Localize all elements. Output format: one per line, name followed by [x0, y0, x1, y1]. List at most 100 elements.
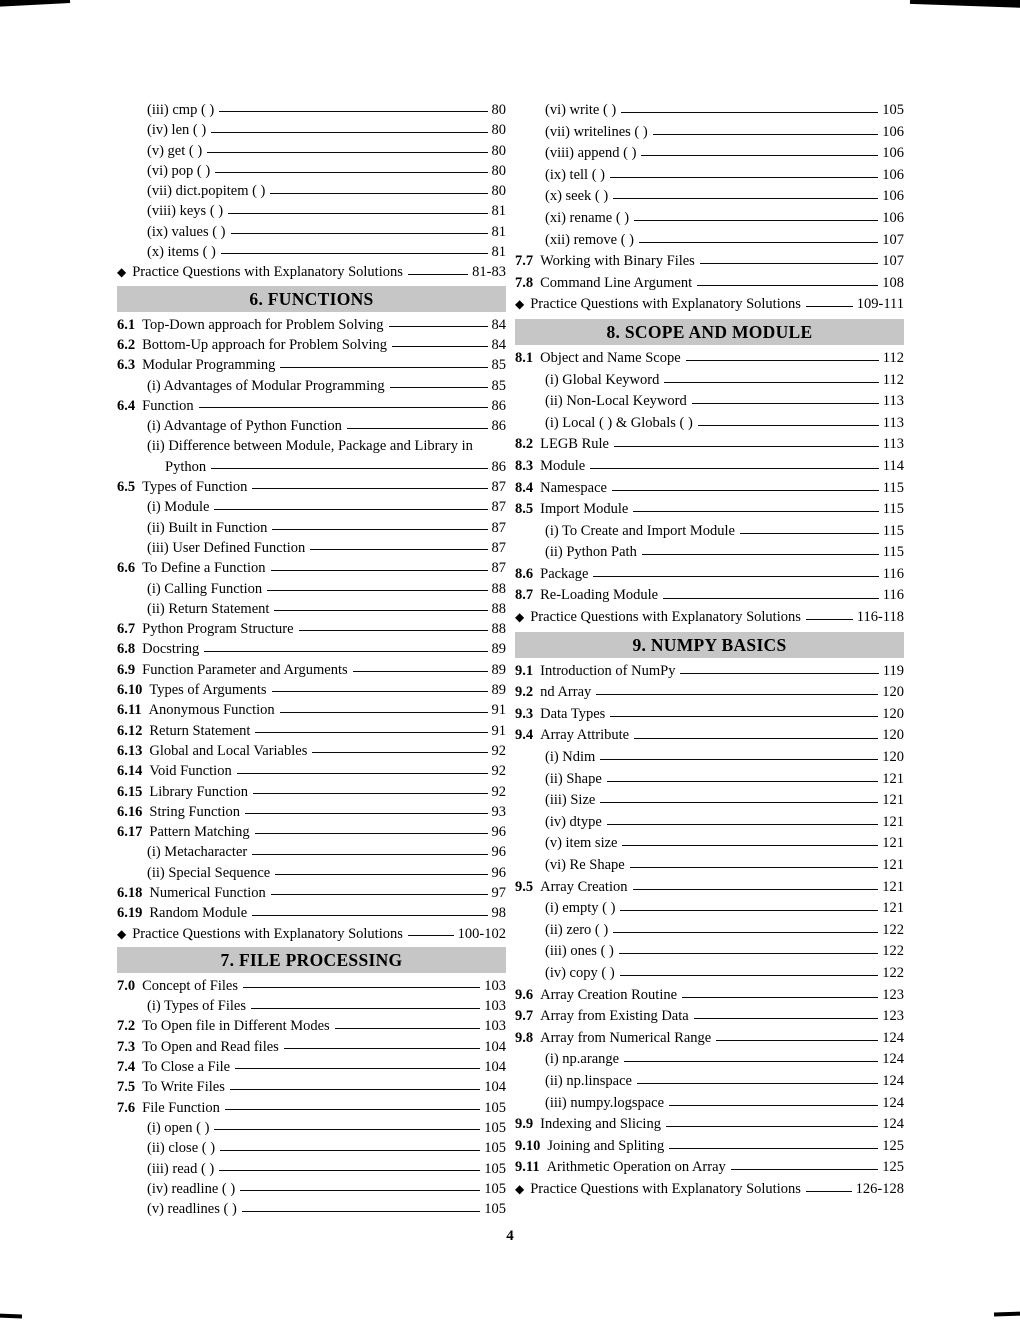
entry-label: String Function [149, 803, 241, 820]
dot-leader [251, 996, 481, 1016]
entry-label: (ii) Built in Function [147, 519, 268, 536]
dot-leader [600, 790, 879, 812]
entry-page-number: 105 [484, 1201, 506, 1218]
dot-leader [255, 721, 488, 741]
section-title: 9. NUMPY BASICS [632, 634, 787, 655]
entry-number: 6.1 [117, 316, 136, 333]
entry-number: 8.6 [515, 565, 534, 582]
toc-row: (iii) cmp ( )80 [117, 100, 506, 120]
entry-number: 6.8 [117, 641, 136, 658]
entry-page-number: 116 [882, 587, 904, 604]
dot-leader [805, 607, 853, 629]
practice-row: ◆Practice Questions with Explanatory Sol… [515, 1179, 904, 1201]
dot-leader [621, 100, 879, 122]
entry-number: 9.1 [515, 662, 534, 679]
toc-row: (ix) tell ( )106 [515, 165, 904, 187]
section-header: 8. SCOPE AND MODULE [515, 318, 904, 345]
toc-row: (xii) remove ( )107 [515, 230, 904, 252]
entry-number: 6.12 [117, 722, 143, 739]
entry-number: 6.14 [117, 763, 143, 780]
entry-number: 9.4 [515, 727, 534, 744]
entry-number: 6.11 [117, 702, 142, 719]
entry-label: To Open and Read files [142, 1038, 279, 1055]
entry-page-number: 80 [491, 183, 507, 200]
entry-page-number: 125 [882, 1159, 904, 1176]
dot-leader [220, 242, 488, 262]
entry-number: 8.4 [515, 479, 534, 496]
dot-leader [596, 682, 879, 704]
dot-leader [245, 802, 488, 822]
toc-row: (vii) dict.popitem ( )80 [117, 181, 506, 201]
entry-label: (viii) keys ( ) [147, 203, 224, 220]
toc-row: (i) open ( )105 [117, 1118, 506, 1138]
dot-leader [641, 542, 879, 564]
dot-leader [215, 161, 488, 181]
entry-label: Numerical Function [149, 884, 266, 901]
entry-page-number: 112 [882, 349, 904, 366]
dot-leader [632, 877, 879, 899]
entry-label: Docstring [142, 641, 200, 658]
entry-number: 7.8 [515, 274, 534, 291]
entry-label: (iii) User Defined Function [147, 539, 306, 556]
entry-label: Practice Questions with Explanatory Solu… [530, 1180, 801, 1197]
entry-page-number: 80 [491, 162, 507, 179]
entry-page-number: 120 [882, 749, 904, 766]
entry-page-number: 106 [882, 188, 904, 205]
scan-artifact-bottom-left [0, 1313, 23, 1319]
dot-leader [214, 1118, 481, 1138]
entry-page-number: 124 [882, 1094, 904, 1111]
toc-row: (v) get ( )80 [117, 141, 506, 161]
entry-page-number: 85 [491, 357, 507, 374]
dot-leader [224, 1098, 481, 1118]
dot-leader [252, 842, 488, 862]
section-title: 7. FILE PROCESSING [220, 949, 403, 970]
entry-label: Anonymous Function [148, 702, 275, 719]
entry-page-number: 115 [882, 479, 904, 496]
dot-leader [620, 898, 879, 920]
dot-leader [252, 903, 488, 923]
entry-page-number: 88 [491, 621, 507, 638]
entry-page-number: 125 [882, 1137, 904, 1154]
dot-leader [699, 251, 879, 273]
entry-page-number: 116-118 [856, 609, 904, 626]
entry-page-number: 81 [491, 203, 507, 220]
entry-label: Indexing and Slicing [540, 1116, 661, 1133]
entry-page-number: 92 [491, 783, 507, 800]
entry-number: 9.2 [515, 684, 534, 701]
entry-page-number: 121 [882, 770, 904, 787]
scan-artifact-top-left [0, 0, 71, 8]
entry-page-number: 89 [491, 661, 507, 678]
toc-row: (vii) writelines ( )106 [515, 122, 904, 144]
entry-page-number: 106 [882, 166, 904, 183]
toc-column-right: (vi) write ( )105(vii) writelines ( )106… [515, 100, 904, 1201]
dot-leader [267, 579, 488, 599]
entry-label: (iii) Size [545, 792, 596, 809]
dot-leader [242, 976, 481, 996]
entry-page-number: 112 [882, 371, 904, 388]
entry-number: 9.9 [515, 1116, 534, 1133]
entry-label: Practice Questions with Explanatory Solu… [132, 264, 403, 281]
dot-leader [606, 769, 879, 791]
toc-row: (i) Local ( ) & Globals ( )113 [515, 413, 904, 435]
entry-label: (v) get ( ) [147, 142, 203, 159]
entry-number: 8.7 [515, 587, 534, 604]
dot-leader [669, 1136, 879, 1158]
entry-page-number: 113 [882, 436, 904, 453]
dot-leader [204, 639, 488, 659]
entry-page-number: 86 [491, 397, 507, 414]
entry-page-number: 123 [882, 986, 904, 1003]
dot-leader [618, 941, 879, 963]
entry-label: (i) Local ( ) & Globals ( ) [545, 414, 693, 431]
entry-page-number: 96 [491, 824, 507, 841]
